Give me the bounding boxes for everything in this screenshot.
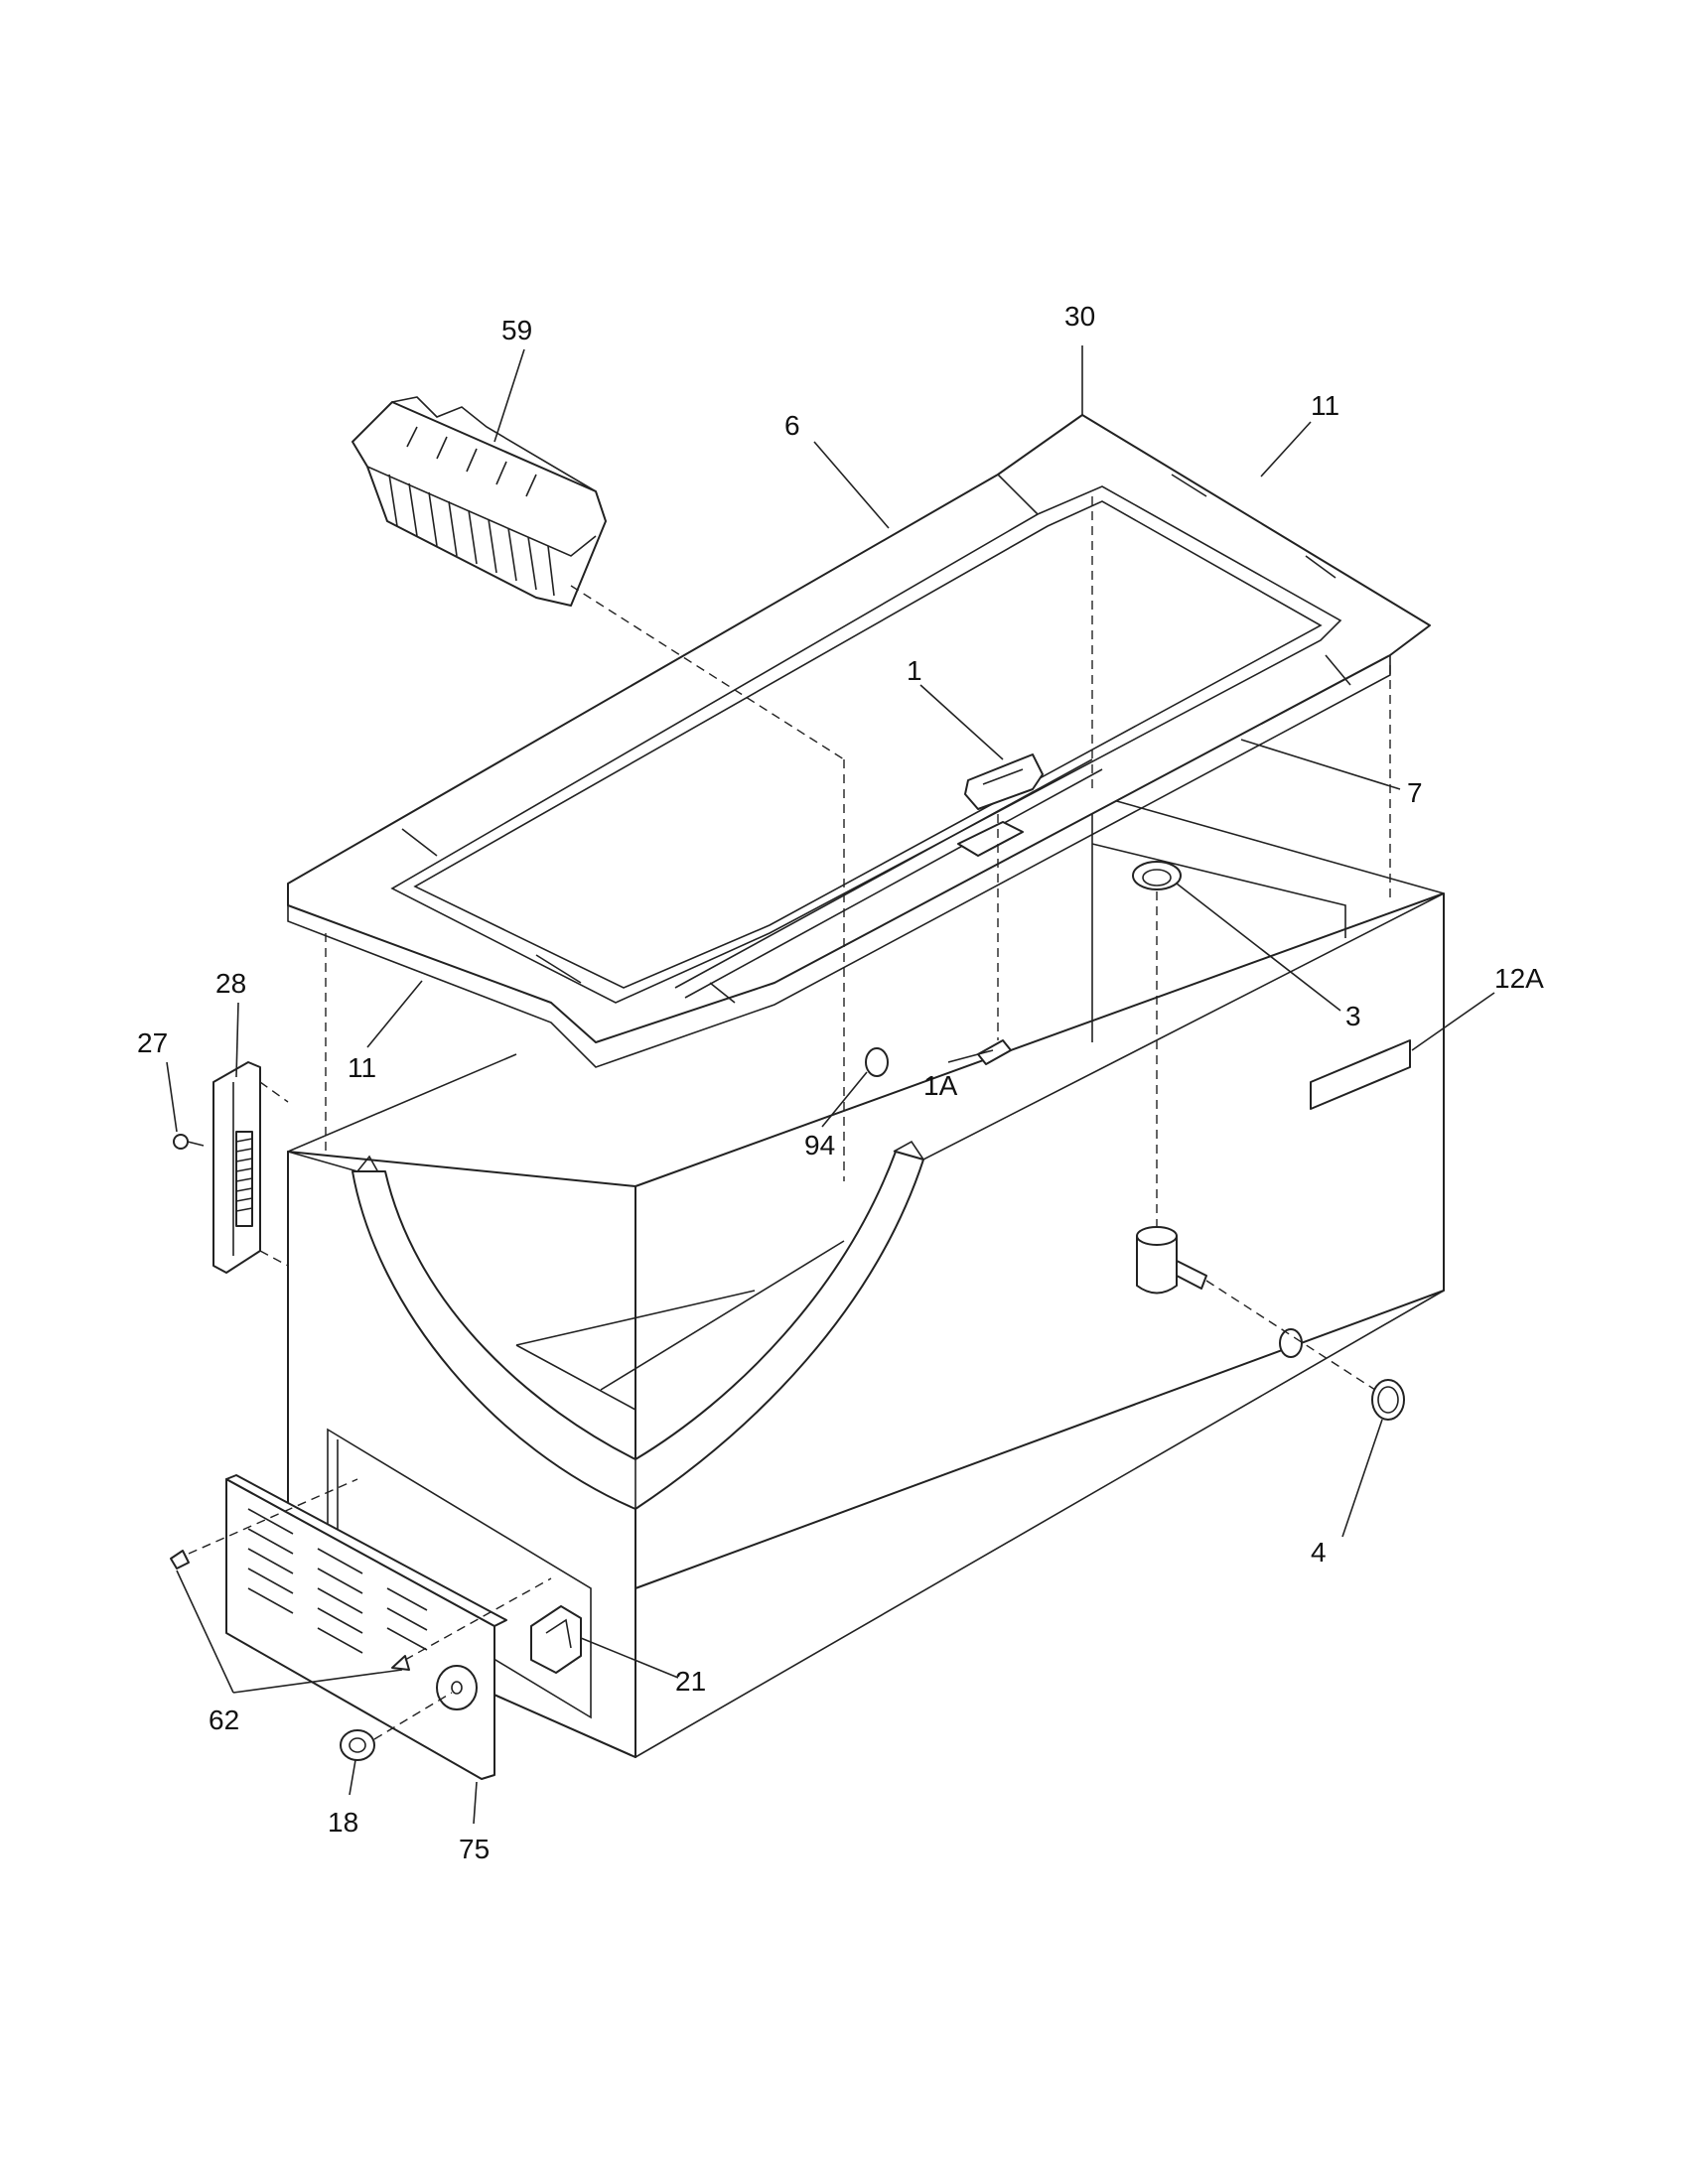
callout-1a: 1A	[923, 1070, 958, 1101]
basket-part	[352, 396, 607, 607]
callout-75: 75	[459, 1834, 490, 1864]
callout-12a: 12A	[1494, 963, 1544, 994]
callout-6: 6	[784, 410, 800, 441]
hinge-part	[212, 1061, 261, 1274]
lid-frame	[287, 414, 1431, 1068]
callout-18: 18	[328, 1807, 358, 1838]
handle-plate	[957, 821, 1024, 857]
assembly-lines	[188, 496, 1391, 1740]
grommet-part	[340, 1729, 375, 1761]
callout-11-left: 11	[348, 1052, 376, 1083]
callout-21: 21	[675, 1666, 706, 1697]
callout-94: 94	[804, 1130, 835, 1160]
callout-3: 3	[1345, 1001, 1361, 1031]
callout-62: 62	[209, 1705, 239, 1735]
callout-labels: 59 30 11 6 1 7 3 12A 28 27 11 94 1A 4 21…	[137, 301, 1544, 1864]
callout-28: 28	[215, 968, 246, 999]
drain-cap-part	[1371, 1379, 1405, 1421]
rating-label	[1310, 1039, 1411, 1110]
drain-tube-part	[1136, 1226, 1207, 1295]
callout-59: 59	[501, 315, 532, 345]
grille-part	[225, 1474, 507, 1780]
washer-part	[1279, 1328, 1303, 1358]
screw-part	[173, 1134, 205, 1150]
callout-4: 4	[1311, 1537, 1327, 1568]
callout-30: 30	[1064, 301, 1095, 332]
drain-plug-part	[1132, 861, 1182, 890]
handle-part	[964, 753, 1044, 810]
clip-part	[977, 1039, 1012, 1065]
relay-part	[530, 1605, 582, 1674]
plug-button-part	[865, 1047, 889, 1077]
callout-7: 7	[1407, 777, 1423, 808]
callout-11-top: 11	[1311, 390, 1339, 421]
callout-27: 27	[137, 1027, 168, 1058]
leader-lines	[166, 345, 1495, 1825]
callout-1: 1	[907, 655, 922, 686]
